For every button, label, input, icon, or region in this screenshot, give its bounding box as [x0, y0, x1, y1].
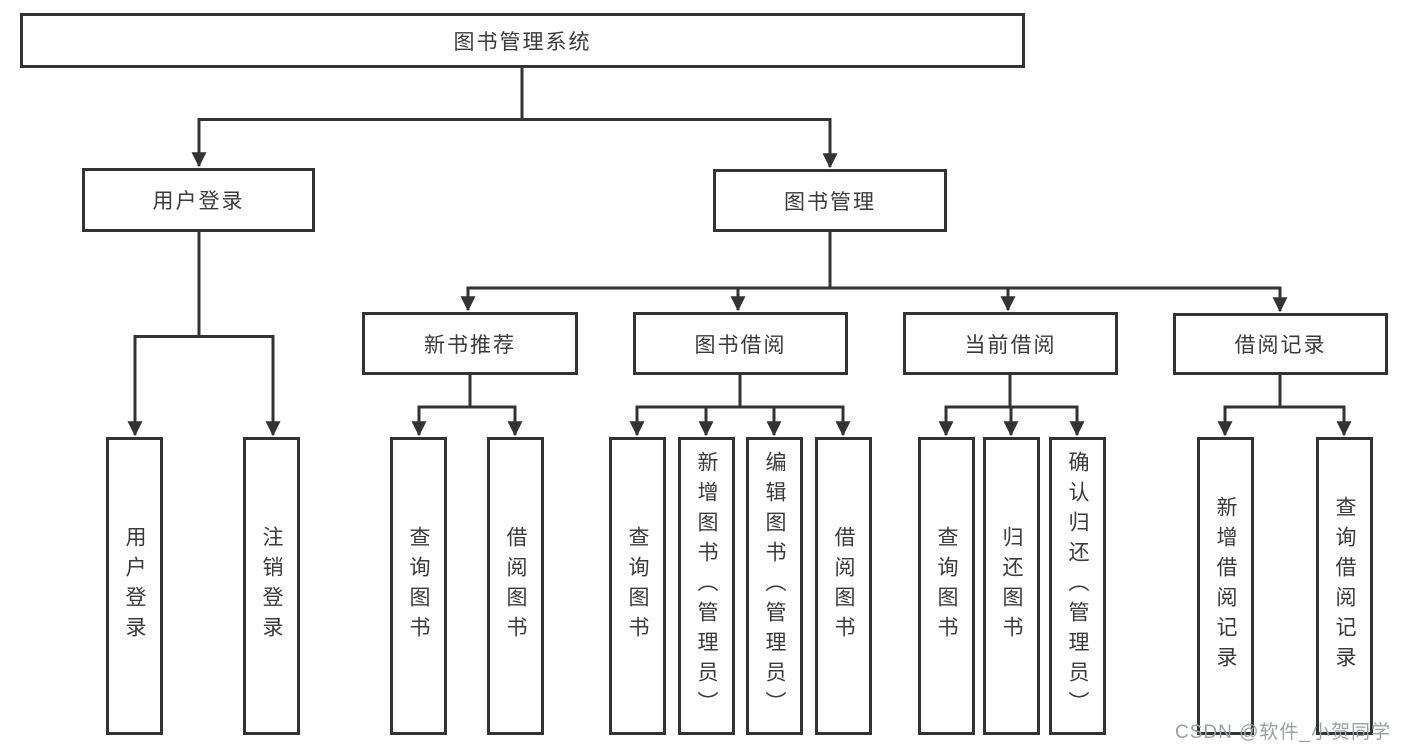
leaf-query-books-recommend: 查询图书 [390, 437, 447, 735]
node-label: 图书借阅 [694, 333, 787, 357]
node-root-library-system: 图书管理系统 [20, 13, 1025, 68]
node-label: 查询图书 [626, 526, 649, 646]
node-current-borrowing: 当前借阅 [903, 312, 1118, 375]
leaf-user-login: 用户登录 [106, 437, 163, 735]
node-label: 图书管理 [784, 190, 876, 214]
leaf-query-borrow-record: 查询借阅记录 [1316, 437, 1373, 735]
node-label: 确认归还（管理员） [1066, 451, 1089, 721]
node-label: 注销登录 [260, 526, 283, 646]
node-label: 查询借阅记录 [1333, 496, 1356, 676]
leaf-borrow-books-borrowing: 借阅图书 [815, 437, 872, 735]
leaf-logout: 注销登录 [243, 437, 300, 735]
node-label: 查询图书 [935, 526, 958, 646]
node-label: 当前借阅 [964, 333, 1057, 357]
node-label: 借阅记录 [1234, 334, 1327, 357]
leaf-borrow-books-recommend: 借阅图书 [487, 437, 544, 735]
leaf-query-books-current: 查询图书 [918, 437, 975, 735]
node-label: 新增图书（管理员） [695, 451, 718, 721]
leaf-add-borrow-record: 新增借阅记录 [1197, 437, 1254, 735]
node-label: 借阅图书 [504, 526, 527, 646]
node-borrowing-records: 借阅记录 [1173, 313, 1388, 375]
node-book-management: 图书管理 [713, 169, 947, 232]
node-label: 查询图书 [407, 526, 430, 646]
node-label: 图书管理系统 [453, 30, 592, 54]
leaf-query-books-borrowing: 查询图书 [609, 437, 666, 735]
leaf-return-book: 归还图书 [983, 437, 1040, 735]
node-user-login: 用户登录 [82, 168, 315, 232]
node-label: 用户登录 [152, 190, 245, 213]
leaf-confirm-return-admin: 确认归还（管理员） [1049, 437, 1106, 735]
node-label: 新增借阅记录 [1214, 496, 1237, 676]
leaf-add-book-admin: 新增图书（管理员） [678, 437, 735, 735]
leaf-edit-book-admin: 编辑图书（管理员） [746, 437, 803, 735]
node-book-borrowing: 图书借阅 [633, 312, 848, 375]
node-label: 编辑图书（管理员） [763, 451, 786, 721]
node-label: 新书推荐 [424, 333, 516, 357]
node-label: 用户登录 [123, 526, 146, 646]
node-label: 归还图书 [1000, 526, 1023, 646]
csdn-watermark: CSDN @软件_小贺同学 [1175, 722, 1391, 743]
node-label: 借阅图书 [832, 526, 855, 646]
node-new-book-recommend: 新书推荐 [362, 312, 578, 375]
